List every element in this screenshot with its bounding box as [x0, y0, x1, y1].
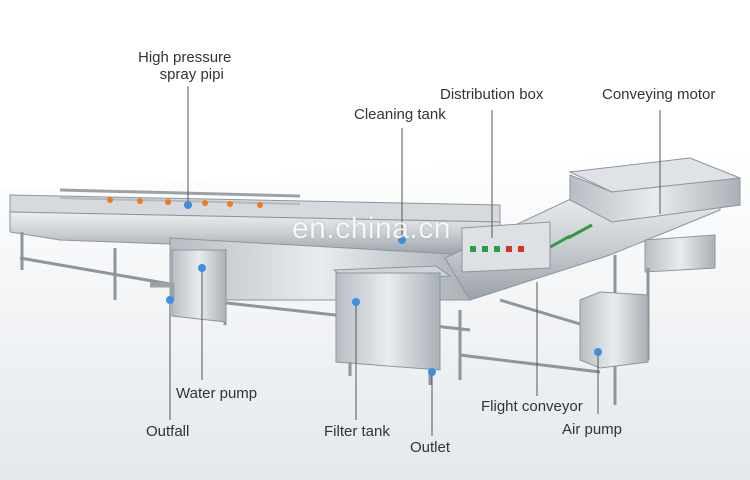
discharge-hopper-body	[569, 174, 741, 223]
filter-tank-body	[335, 272, 441, 371]
outfall-pipe	[150, 282, 175, 300]
label-conveying-motor: Conveying motor	[602, 86, 716, 103]
label-high-pressure-line1: High pressure	[138, 49, 232, 66]
label-high-pressure-line2: spray pipi	[159, 66, 224, 83]
label-distribution-box: Distribution box	[440, 86, 544, 103]
conveyor-motor-housing	[644, 234, 716, 273]
leader-lines	[169, 86, 661, 436]
marker-dots	[166, 201, 602, 376]
label-water-pump: Water pump	[176, 385, 258, 402]
label-flight-conveyor: Flight conveyor	[481, 398, 583, 415]
air-pump-box	[579, 291, 649, 369]
label-air-pump: Air pump	[562, 421, 623, 438]
label-outfall: Outfall	[146, 423, 190, 440]
water-pump-box	[171, 249, 227, 323]
label-cleaning-tank: Cleaning tank	[354, 106, 446, 123]
spray-pipes	[59, 188, 301, 208]
label-outlet: Outlet	[410, 439, 451, 456]
watermark: en.china.cn	[292, 212, 451, 245]
label-filter-tank: Filter tank	[324, 423, 390, 440]
label-high-pressure: High pressure spray pipi	[138, 49, 231, 83]
